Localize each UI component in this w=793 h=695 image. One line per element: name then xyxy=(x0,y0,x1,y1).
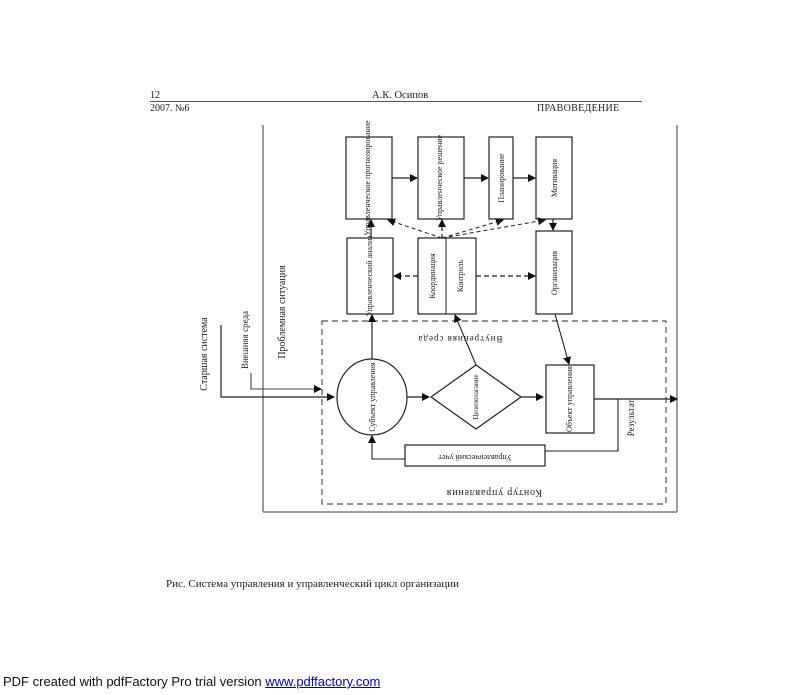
box-planning-label: Планирование xyxy=(497,153,506,203)
external-env-label: Внешняя среда xyxy=(240,311,250,369)
problem-situation-label: Проблемная ситуация xyxy=(277,265,288,359)
box-forecasting: Управленческое прогнозирование xyxy=(345,120,393,236)
pdffactory-link[interactable]: www.pdffactory.com xyxy=(265,674,381,689)
box-coordination-label: Координация xyxy=(428,253,437,299)
box-decision-label: Управленческое решение xyxy=(435,134,444,221)
figure-caption: Рис. Система управления и управленческий… xyxy=(166,578,460,590)
subject-label: Субъект управления xyxy=(368,362,377,431)
box-analysis: Управленческий анализ xyxy=(346,236,394,317)
box-accounting-label: Управленческий учет xyxy=(438,453,512,462)
watermark-text: PDF created with pdfFactory Pro trial ve… xyxy=(3,674,266,689)
box-accounting: Управленческий учет xyxy=(404,444,546,467)
system-boundary xyxy=(262,125,678,513)
box-analysis-label: Управленческий анализ xyxy=(365,236,374,317)
box-motivation-label: Мотивация xyxy=(550,159,559,197)
box-forecasting-label: Управленческое прогнозирование xyxy=(363,120,372,236)
box-object: Объект управления xyxy=(545,364,595,434)
control-loop-label: Контур управления xyxy=(446,487,542,498)
box-planning: Планирование xyxy=(488,136,514,220)
box-motivation: Мотивация xyxy=(535,136,573,220)
subject-ellipse: Субъект управления xyxy=(336,358,408,436)
issue-number: 2007. №6 xyxy=(150,103,190,114)
running-head-author: А.К. Осипов xyxy=(372,90,429,101)
box-object-label: Объект управления xyxy=(565,366,574,432)
internal-env-label: Внутренняя среда xyxy=(418,334,503,344)
box-control-label: Контроль xyxy=(456,259,465,292)
box-coordination-control: Координация Контроль xyxy=(417,237,477,315)
journal-title: ПРАВОВЕДЕНИЕ xyxy=(537,103,620,114)
page-number: 12 xyxy=(150,90,160,101)
box-organization: Организация xyxy=(535,230,573,315)
goal-setting-label: Целеполагание xyxy=(472,374,480,419)
senior-system-input: Старшая система xyxy=(199,317,335,401)
pdf-watermark: PDF created with pdfFactory Pro trial ve… xyxy=(3,674,380,689)
box-organization-label: Организация xyxy=(550,251,559,295)
result-label: Результат xyxy=(626,400,636,437)
control-loop-boundary xyxy=(321,320,667,505)
header-rule xyxy=(150,101,642,102)
box-decision: Управленческое решение xyxy=(417,134,465,221)
external-env-input: Внешняя среда xyxy=(240,311,322,393)
goal-setting-diamond: Целеполагание xyxy=(429,364,523,430)
senior-system-label: Старшая система xyxy=(199,317,210,391)
